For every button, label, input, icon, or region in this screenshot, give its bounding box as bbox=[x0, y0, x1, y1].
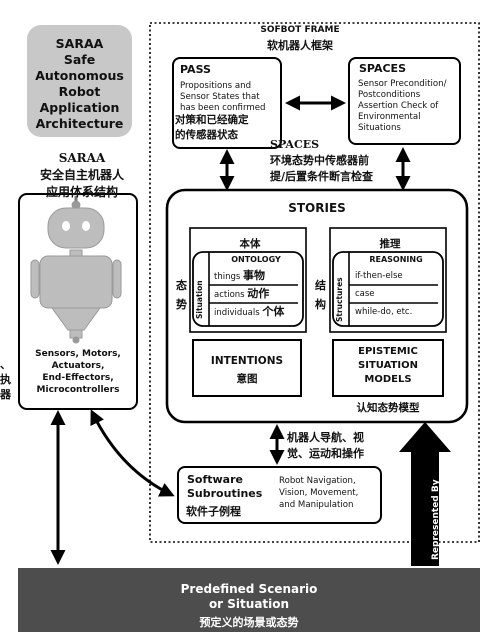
sofbot-frame-title: SOFBOT FRAME bbox=[260, 25, 340, 35]
epistemic-cn: 认知态势模型 bbox=[356, 402, 420, 414]
structures-cn: 结 构 bbox=[315, 279, 326, 311]
predefined-scenario-bar bbox=[18, 568, 480, 632]
sofbot-frame bbox=[149, 22, 480, 543]
saraa-box bbox=[27, 25, 132, 137]
software-box bbox=[177, 466, 382, 524]
pass-cn: 对策和已经确定 的传感器状态 bbox=[175, 114, 249, 141]
reasoning-cn: 推理 bbox=[379, 238, 401, 250]
situation-vertical-label: Situation bbox=[195, 280, 204, 319]
spaces-title: SPACES bbox=[359, 62, 406, 75]
intentions-cn: 意图 bbox=[236, 373, 258, 385]
ontology-row-actions: actions 动作 bbox=[214, 287, 270, 300]
saraa-title: SARAA Safe Autonomous Robot Application … bbox=[35, 36, 124, 131]
intentions-box bbox=[192, 339, 302, 397]
saraa-cn-label: SARAA 安全自主机器人 应用体系结构 bbox=[39, 151, 124, 199]
sofbot-frame-title-cn: 软机器人框架 bbox=[267, 39, 333, 52]
software-cn: 软件子例程 bbox=[186, 505, 241, 518]
software-title: Software Subroutines bbox=[187, 473, 263, 500]
spaces-cn: SPACES 环境态势中传感器前 提/后置条件断言检查 bbox=[270, 138, 374, 183]
ontology-cn: 本体 bbox=[239, 238, 261, 250]
stories-title: STORIES bbox=[288, 201, 346, 215]
ontology-title: ONTOLOGY bbox=[231, 255, 281, 264]
robot-software-arrow bbox=[90, 409, 175, 497]
ontology-box bbox=[192, 251, 304, 327]
reasoning-row-if-then-else: if-then-else bbox=[355, 271, 403, 281]
epistemic-title: EPISTEMIC SITUATION MODELS bbox=[358, 346, 418, 385]
pass-text: Propositions and Sensor States that has … bbox=[180, 81, 266, 113]
navigation-cn-label: 机器人导航、视 觉、运动和操作 bbox=[287, 431, 364, 460]
ontology-row-things: things 事物 bbox=[214, 269, 265, 282]
pass-box bbox=[172, 57, 282, 149]
left-edge-chars: 、 执 器 bbox=[0, 358, 11, 401]
structures-vertical-label: Structures bbox=[335, 277, 344, 322]
reasoning-box bbox=[332, 251, 444, 327]
robot-figure bbox=[30, 196, 122, 344]
epistemic-box bbox=[332, 339, 444, 397]
pass-title: PASS bbox=[180, 63, 211, 76]
reasoning-row-while-do: while-do, etc. bbox=[355, 307, 413, 317]
ontology-row-individuals: individuals 个体 bbox=[214, 305, 285, 318]
represented-by-label: Represented By bbox=[431, 479, 441, 560]
predefined-scenario-title: Predefined Scenario or Situation bbox=[180, 582, 318, 611]
software-text: Robot Navigation, Vision, Movement, and … bbox=[279, 476, 359, 510]
intentions-title: INTENTIONS bbox=[210, 355, 284, 367]
reasoning-rows: if-then-else case while-do, etc. bbox=[355, 268, 441, 322]
situation-cn: 态 势 bbox=[176, 279, 187, 311]
predefined-scenario-cn: 预定义的场景或态势 bbox=[199, 616, 299, 629]
ontology-rows: things 事物 actions 动作 individuals 个体 bbox=[214, 268, 306, 322]
spaces-text: Sensor Precondition/ Postconditions Asse… bbox=[358, 79, 447, 133]
spaces-box bbox=[348, 57, 461, 145]
reasoning-row-case: case bbox=[355, 289, 375, 299]
robot-components-label: Sensors, Motors, Actuators, End-Effector… bbox=[35, 349, 121, 395]
represented-by-arrow bbox=[399, 422, 451, 566]
reasoning-title: REASONING bbox=[369, 255, 423, 264]
